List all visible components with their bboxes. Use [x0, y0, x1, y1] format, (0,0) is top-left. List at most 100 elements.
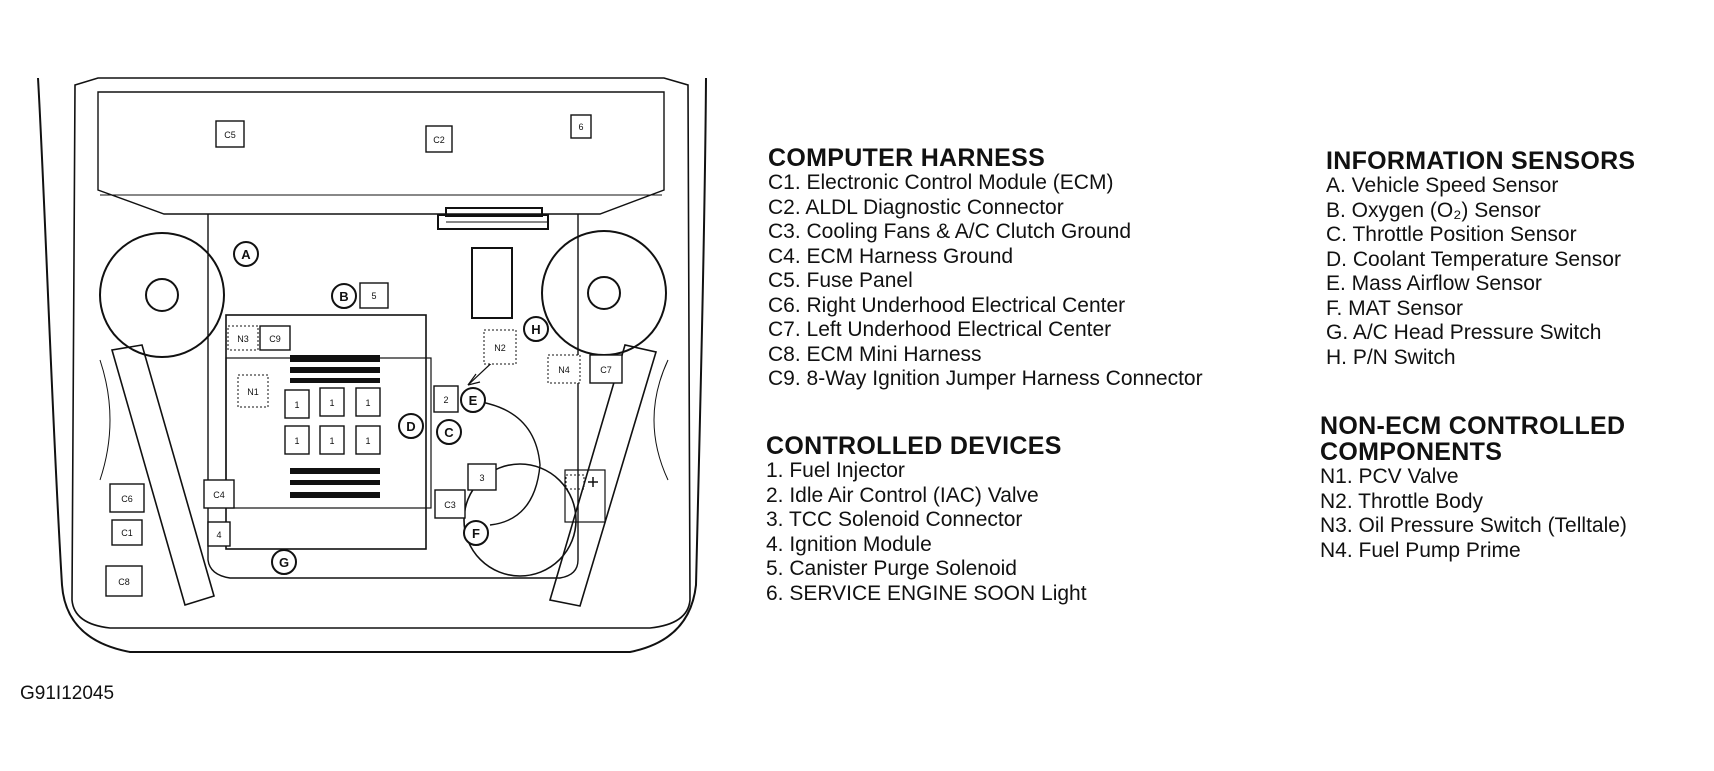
controlled-devices-title: CONTROLLED DEVICES [766, 432, 1062, 460]
label-6: 6 [578, 122, 583, 132]
sensor-marker-b [331, 283, 357, 309]
legend-item: C3. Cooling Fans & A/C Clutch Ground [768, 220, 1132, 243]
injector-box-3 [355, 387, 381, 417]
legend-item: C5. Fuse Panel [768, 269, 913, 292]
hood-outline [71, 77, 691, 629]
label-4: 4 [216, 530, 221, 540]
connector-box-4 [207, 521, 231, 547]
sensor-label-d: D [406, 419, 415, 434]
non-ecm-title-line1: NON-ECM CONTROLLED [1320, 412, 1626, 440]
right-fan-pulley [541, 230, 667, 356]
legend-item: G. A/C Head Pressure Switch [1326, 321, 1602, 344]
figure-id: G91I12045 [20, 683, 115, 704]
vehicle-body-outline [37, 77, 707, 653]
computer-harness-title: COMPUTER HARNESS [768, 144, 1046, 172]
label-c9: C9 [269, 334, 281, 344]
connector-box-n3 [227, 325, 259, 351]
air-cleaner [463, 463, 577, 577]
legend-item: C8. ECM Mini Harness [768, 342, 982, 366]
sensor-marker-d [398, 413, 424, 439]
label-3: 3 [479, 473, 484, 483]
sensor-marker-f [463, 520, 489, 546]
legend-item: C6. Right Underhood Electrical Center [768, 293, 1126, 317]
legend-item: F. MAT Sensor [1326, 296, 1463, 320]
label-c1: C1 [121, 528, 133, 538]
connector-box-c1 [111, 519, 143, 546]
connector-box-c3 [434, 489, 466, 519]
label-2: 2 [443, 395, 448, 405]
controlled-devices-legend: CONTROLLED DEVICES 1. Fuel Injector 2. I… [766, 433, 1087, 606]
label-n4: N4 [558, 365, 570, 375]
sensor-label-f: F [472, 526, 480, 541]
legend-item: N2. Throttle Body [1320, 489, 1484, 513]
legend-item: B. Oxygen (O₂) Sensor [1326, 198, 1541, 222]
legend-item: C2. ALDL Diagnostic Connector [768, 195, 1064, 219]
sensor-label-g: G [279, 555, 289, 570]
label-c7: C7 [600, 365, 612, 375]
label-injector-4: 1 [294, 436, 299, 446]
legend-item: D. Coolant Temperature Sensor [1326, 247, 1621, 271]
legend-item: 1. Fuel Injector [766, 459, 905, 482]
legend-item: 6. SERVICE ENGINE SOON Light [766, 581, 1087, 605]
left-fan-pulley [99, 232, 225, 358]
legend-item: 2. Idle Air Control (IAC) Valve [766, 483, 1039, 507]
label-n3: N3 [237, 334, 249, 344]
connector-box-3 [467, 463, 497, 491]
injector-box-6 [355, 425, 381, 455]
legend-item: C1. Electronic Control Module (ECM) [768, 171, 1114, 194]
legend-item: C. Throttle Position Sensor [1326, 223, 1577, 246]
legend-item: 5. Canister Purge Solenoid [766, 557, 1017, 580]
connector-box-c7 [589, 354, 623, 384]
sensor-label-c: C [444, 425, 454, 440]
connector-box-n1 [237, 374, 269, 408]
legend-item: C7. Left Underhood Electrical Center [768, 318, 1112, 341]
connector-box-c9 [259, 325, 291, 351]
injector-box-4 [284, 425, 310, 455]
legend-item: N4. Fuel Pump Prime [1320, 538, 1521, 562]
label-c4: C4 [213, 490, 225, 500]
connector-box-n2 [483, 329, 517, 365]
legend-item: C9. 8-Way Ignition Jumper Harness Connec… [768, 367, 1203, 390]
connector-box-2 [433, 385, 459, 413]
label-n2: N2 [494, 343, 506, 353]
right-strut [548, 344, 658, 607]
legend-item: N1. PCV Valve [1320, 465, 1459, 488]
non-ecm-title-line2: COMPONENTS [1320, 438, 1503, 466]
engine-compartment-diagram: C5 C2 6 5 N3 C9 N1 N2 N4 C7 2 3 C3 C4 C6… [37, 77, 707, 653]
label-c5: C5 [224, 130, 236, 140]
injector-box-2 [319, 387, 345, 417]
sensor-label-h: H [531, 322, 540, 337]
connector-box-c8 [105, 565, 143, 597]
connector-box-c5 [215, 120, 245, 148]
label-injector-1: 1 [294, 400, 299, 410]
engine-bay-outline [207, 214, 579, 579]
label-c3: C3 [444, 500, 456, 510]
label-c2: C2 [433, 135, 445, 145]
label-c6: C6 [121, 494, 133, 504]
label-injector-6: 1 [365, 436, 370, 446]
sensor-marker-c [436, 419, 462, 445]
injector-box-5 [319, 425, 345, 455]
legend-item: E. Mass Airflow Sensor [1326, 272, 1542, 295]
connector-box-n4 [547, 354, 581, 384]
connector-box-c2 [425, 125, 453, 153]
connector-box-6 [570, 114, 592, 139]
label-n1: N1 [247, 387, 259, 397]
sensor-marker-g [271, 549, 297, 575]
sensor-marker-h [523, 316, 549, 342]
legend-item: A. Vehicle Speed Sensor [1326, 174, 1559, 197]
computer-harness-legend: COMPUTER HARNESS C1. Electronic Control … [768, 145, 1203, 392]
information-sensors-title: INFORMATION SENSORS [1326, 147, 1636, 175]
label-injector-5: 1 [329, 436, 334, 446]
information-sensors-legend: INFORMATION SENSORS A. Vehicle Speed Sen… [1326, 148, 1635, 370]
non-ecm-components-legend: NON-ECM CONTROLLED COMPONENTS N1. PCV Va… [1320, 413, 1627, 563]
sensor-marker-e [460, 387, 486, 413]
legend-item: H. P/N Switch [1326, 345, 1456, 369]
label-injector-2: 1 [329, 398, 334, 408]
legend-item: 3. TCC Solenoid Connector [766, 508, 1023, 531]
injector-box-1 [284, 389, 310, 419]
connector-box-c6 [109, 483, 145, 513]
fuel-rail-stripes [290, 355, 380, 498]
label-injector-3: 1 [365, 398, 370, 408]
label-5: 5 [371, 291, 376, 301]
